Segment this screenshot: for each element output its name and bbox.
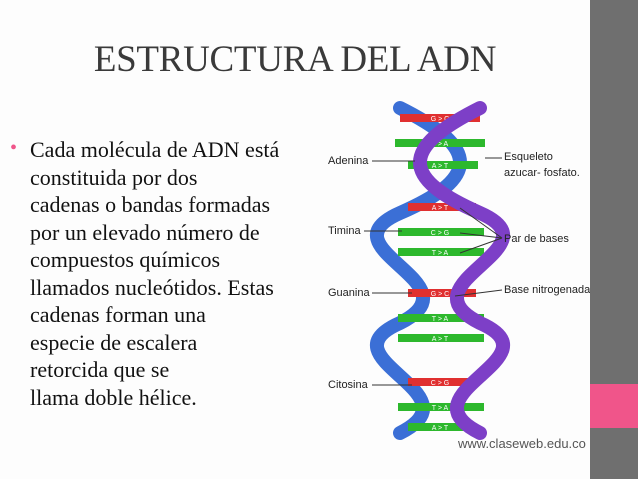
watermark: www.claseweb.edu.co — [457, 436, 586, 451]
bullet-line: llama doble hélice. — [30, 384, 197, 410]
base-pair: A > T — [408, 161, 478, 170]
pair-label: A > T — [432, 336, 449, 343]
base-pair: T > A — [398, 248, 484, 257]
right-label: Base nitrogenada — [504, 284, 590, 296]
base-pair: C > G — [408, 378, 476, 387]
bullet-line: compuestos químicos — [30, 247, 221, 272]
left-label: Guanina — [328, 287, 370, 299]
left-label: Timina — [328, 225, 361, 237]
right-label: Esqueleto — [504, 151, 553, 163]
label-skeleton: Esqueleto azucar- fosfato. — [485, 151, 580, 179]
base-pair: A > T — [408, 423, 476, 432]
pair-label: A > T — [432, 163, 449, 170]
bullet-line: cadenas o bandas formadas — [30, 192, 271, 217]
base-pair: A > T — [408, 203, 476, 212]
left-label: Citosina — [328, 379, 369, 391]
pair-label: T > A — [432, 250, 449, 257]
pair-label: C > G — [431, 380, 449, 387]
bullet-text: Cada molécula de ADN está constituida po… — [30, 136, 330, 411]
bullet-line: por un elevado número de — [30, 219, 260, 245]
bullet-line: especie de escalera — [30, 329, 198, 355]
label-nitrogen-base: Base nitrogenada — [454, 284, 590, 297]
bullet-dot-icon: • — [10, 137, 18, 159]
base-pair: A > T — [398, 334, 484, 343]
bullet-line: constituida por dos — [30, 164, 198, 190]
pair-label: A > T — [432, 425, 449, 432]
pair-label: T > A — [432, 316, 449, 323]
bullet-line: retorcida que se — [30, 357, 170, 382]
base-pair: T > A — [398, 314, 484, 323]
base-pair: T > A — [395, 139, 485, 148]
base-pair: T > A — [398, 403, 484, 412]
pair-label: T > A — [432, 141, 449, 148]
left-label: Adenina — [328, 155, 369, 167]
side-accent-block — [590, 384, 638, 428]
dna-back-strand — [370, 101, 467, 440]
label-adenina: Adenina — [328, 155, 415, 167]
slide-title: ESTRUCTURA DEL ADN — [93, 39, 497, 80]
bullet-line: Cada molécula de ADN está — [30, 137, 280, 162]
label-base-pair: Par de bases — [459, 207, 569, 254]
bullet-line: cadenas forman una — [30, 302, 206, 327]
pair-label: T > A — [432, 405, 449, 412]
pair-label: G > C — [431, 116, 449, 123]
label-citosina: Citosina — [328, 379, 412, 391]
pair-label: G > C — [431, 291, 449, 298]
base-pair: G > C — [408, 289, 476, 298]
dna-helix-figure: G > C T > A A > T A > T C > G T > A G > … — [328, 101, 590, 451]
right-label: azucar- fosfato. — [504, 167, 580, 179]
dna-front-strand — [413, 101, 510, 440]
pair-label: A > T — [432, 205, 449, 212]
pair-label: C > G — [431, 230, 449, 237]
base-pair: C > G — [398, 228, 484, 237]
base-pairs: G > C T > A A > T A > T C > G T > A G > … — [395, 114, 485, 432]
base-pair: G > C — [400, 114, 480, 123]
right-label: Par de bases — [504, 233, 569, 245]
label-guanina: Guanina — [328, 287, 412, 299]
label-timina: Timina — [328, 225, 402, 237]
bullet-line: llamados nucleótidos. Estas — [30, 274, 274, 300]
